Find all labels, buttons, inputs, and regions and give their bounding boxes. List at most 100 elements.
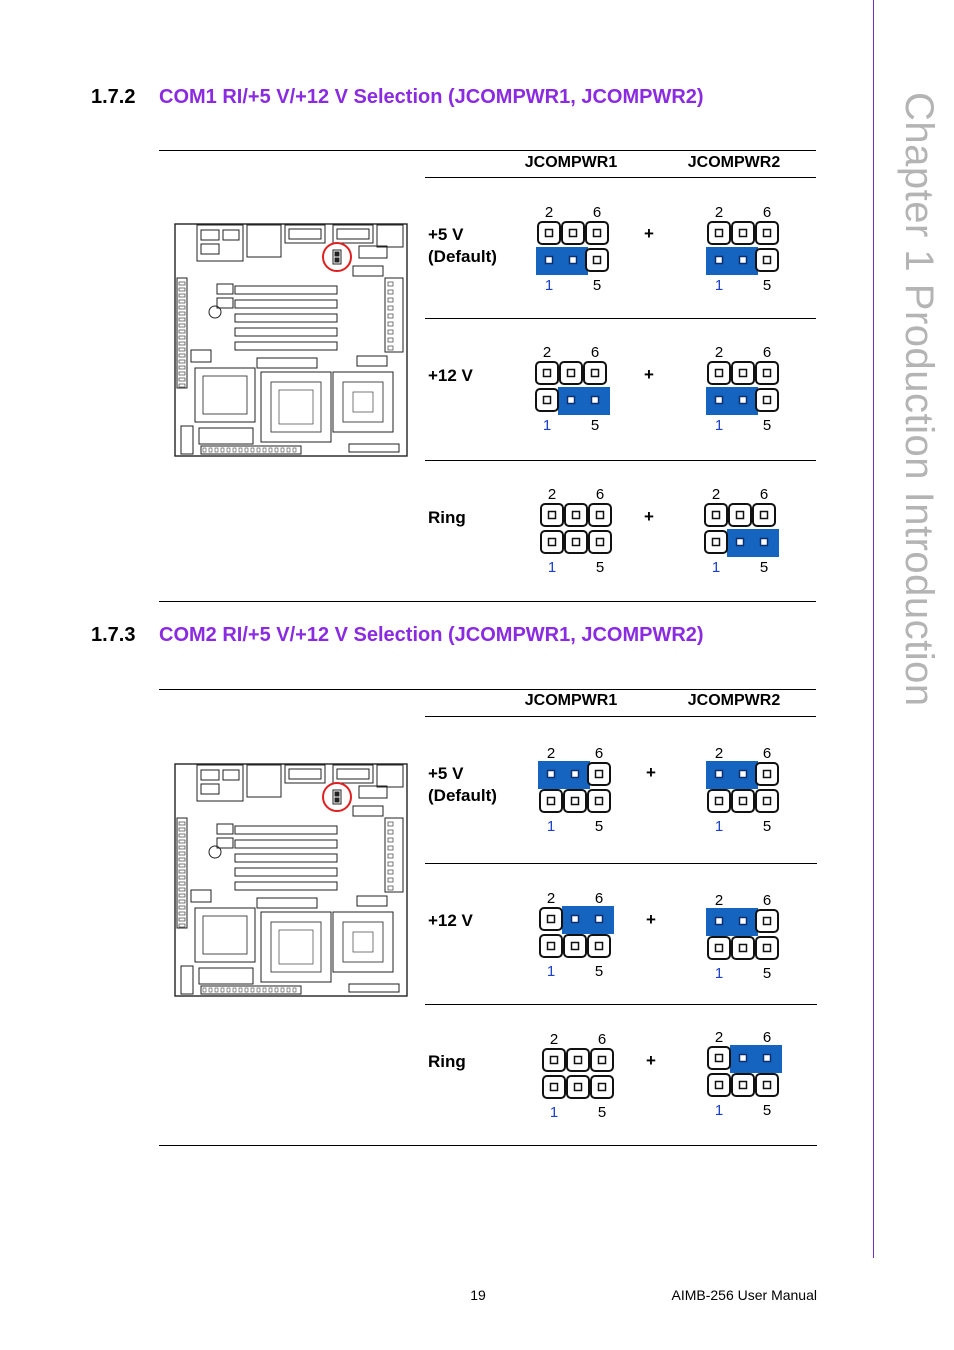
jumper-pin <box>594 914 604 924</box>
pin-label-2: 2 <box>712 486 720 503</box>
pin-label-5: 5 <box>595 818 603 835</box>
row-rule <box>425 460 816 461</box>
jumper-pin <box>731 361 755 385</box>
jumper-pin <box>564 530 588 554</box>
pin-label-2: 2 <box>715 745 723 762</box>
jumper-shunt <box>727 529 779 557</box>
jumper-pin <box>707 789 731 813</box>
pin-label-2: 2 <box>715 1029 723 1046</box>
jumper-pin <box>704 503 728 527</box>
pin-label-2: 2 <box>545 204 553 221</box>
pin-label-6: 6 <box>595 745 603 762</box>
jumper-pin <box>590 395 600 405</box>
jumper-pin <box>587 934 611 958</box>
pin-label-1: 1 <box>715 818 723 835</box>
pin-label-2: 2 <box>550 1031 558 1048</box>
pin-label-1: 1 <box>543 417 551 434</box>
jumper-pins-svg: 2 6 1 5 <box>542 1031 614 1121</box>
jumper-pin <box>731 221 755 245</box>
jumper-pin <box>561 221 585 245</box>
pin-label-1: 1 <box>550 1104 558 1121</box>
pin-label-5: 5 <box>598 1104 606 1121</box>
jumper-pin <box>539 934 563 958</box>
jumper-pin <box>762 1053 772 1063</box>
motherboard-diagram <box>173 762 409 998</box>
jumper-pin <box>585 248 609 272</box>
pin-label-2: 2 <box>715 344 723 361</box>
option-label-line1: +12 V <box>428 911 473 930</box>
jumper-pin <box>731 936 755 960</box>
header-rule <box>425 177 816 178</box>
jumper-shunt <box>536 247 588 275</box>
jcompwr-highlight-circle <box>322 242 352 272</box>
jumper-pin <box>570 769 580 779</box>
option-label: +5 V (Default) <box>428 224 497 268</box>
option-label-line2: (Default) <box>428 247 497 266</box>
plus-sign: + <box>644 507 654 526</box>
jumper-pin <box>738 769 748 779</box>
jumper-pin <box>704 530 728 554</box>
jumper-pin <box>542 1075 566 1099</box>
jumper-pin <box>563 789 587 813</box>
pin-label-2: 2 <box>715 204 723 221</box>
jumper-shunt <box>538 761 590 789</box>
jumper-pin <box>539 907 563 931</box>
jumper-pin <box>707 936 731 960</box>
option-label-line1: +12 V <box>428 366 473 385</box>
jumper-pin <box>755 361 779 385</box>
jumper-pin <box>568 255 578 265</box>
jumper-pin <box>707 361 731 385</box>
jumper-pin <box>759 537 769 547</box>
jumper-pin <box>588 530 612 554</box>
pin-label-1: 1 <box>547 963 555 980</box>
table-top-rule <box>159 689 816 690</box>
section-title: COM2 RI/+5 V/+12 V Selection (JCOMPWR1, … <box>159 624 704 646</box>
col-header-jcompwr1: JCOMPWR1 <box>524 154 618 171</box>
option-label: Ring <box>428 507 466 529</box>
pin-label-6: 6 <box>595 890 603 907</box>
jcompwr-highlight-circle <box>322 782 352 812</box>
option-label-line1: +5 V <box>428 225 464 244</box>
option-label: +12 V <box>428 910 473 932</box>
pin-label-6: 6 <box>598 1031 606 1048</box>
jumper-pin <box>587 762 611 786</box>
jumper-pin <box>587 789 611 813</box>
row-rule <box>425 318 816 319</box>
jumper-pin <box>590 1075 614 1099</box>
pin-label-2: 2 <box>543 344 551 361</box>
table-bottom-rule <box>159 1145 817 1146</box>
motherboard-diagram <box>173 222 409 458</box>
pin-label-5: 5 <box>760 559 768 576</box>
jumper-pin <box>566 1048 590 1072</box>
chapter-title: Chapter 1 Production Introduction <box>897 92 941 707</box>
plus-sign: + <box>646 763 656 782</box>
pin-label-5: 5 <box>595 963 603 980</box>
jumper-pin <box>755 762 779 786</box>
pin-label-1: 1 <box>715 417 723 434</box>
jumper-pin <box>731 1073 755 1097</box>
jumper-pin <box>544 255 554 265</box>
pin-label-5: 5 <box>763 965 771 982</box>
jumper-pin <box>714 395 724 405</box>
jumper-pin <box>755 936 779 960</box>
option-label: +12 V <box>428 365 473 387</box>
jumper-pin <box>588 503 612 527</box>
jumper-pin <box>583 361 607 385</box>
table-top-rule <box>159 150 816 151</box>
option-label-line1: Ring <box>428 508 466 527</box>
jumper-pin <box>714 916 724 926</box>
pin-label-6: 6 <box>763 745 771 762</box>
jumper-pin <box>590 1048 614 1072</box>
pin-label-6: 6 <box>763 204 771 221</box>
jumper-pin <box>564 503 588 527</box>
